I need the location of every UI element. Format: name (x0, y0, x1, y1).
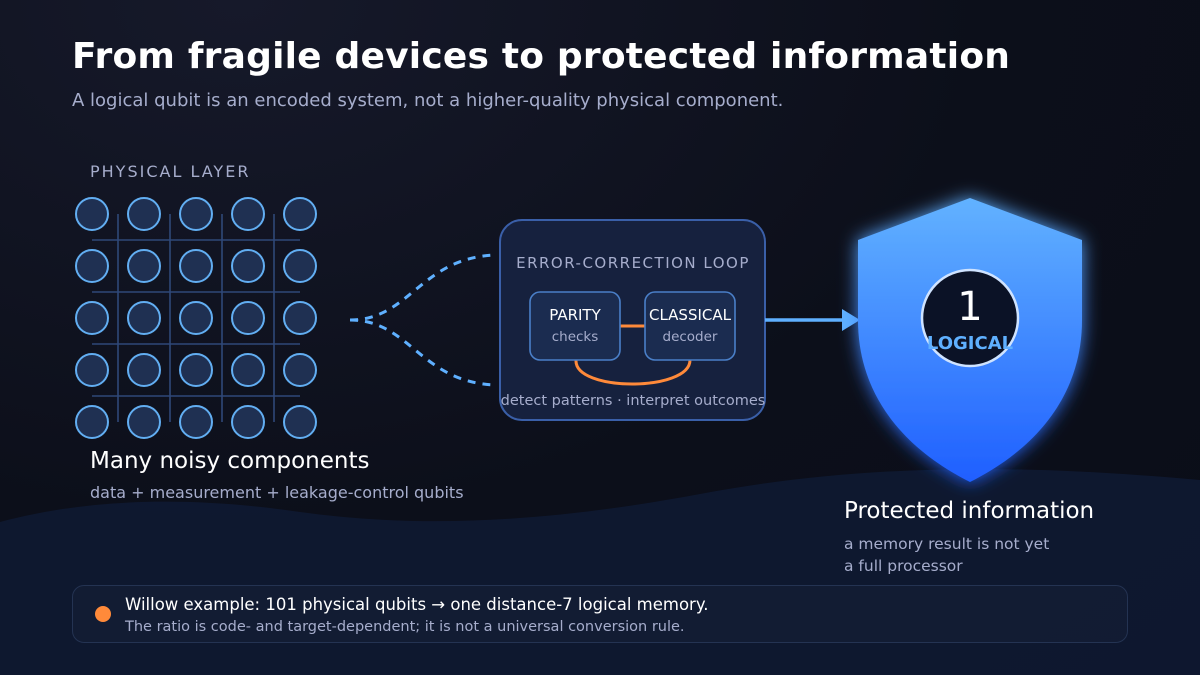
qubit-12 (127, 301, 161, 335)
dashed-connectors (349, 253, 496, 387)
logical-label: LOGICAL (927, 333, 1013, 354)
classical-label: CLASSICAL (649, 306, 732, 324)
protected-subtext-line2: a full processor (844, 557, 963, 575)
qubit-14 (231, 301, 265, 335)
qubit-25 (283, 405, 317, 439)
physical-layer-label: PHYSICAL LAYER (90, 162, 251, 181)
qubit-16 (75, 353, 109, 387)
qubit-9 (231, 249, 265, 283)
qubit-20 (283, 353, 317, 387)
callout-text: Willow example: 101 physical qubits → on… (125, 595, 709, 614)
qubit-grid-lines (92, 214, 300, 422)
protected-subtext-line1: a memory result is not yet (844, 535, 1050, 553)
qubit-10 (283, 249, 317, 283)
qubit-23 (179, 405, 213, 439)
callout-note: The ratio is code- and target-dependent;… (125, 619, 685, 635)
qubit-1 (75, 197, 109, 231)
orange-dot-icon (95, 606, 111, 622)
qubit-3 (179, 197, 213, 231)
classical-sub: decoder (663, 329, 718, 345)
page-subtitle: A logical qubit is an encoded system, no… (72, 90, 784, 111)
qubit-4 (231, 197, 265, 231)
error-loop-title: ERROR-CORRECTION LOOP (516, 254, 750, 272)
qubit-6 (75, 249, 109, 283)
qubit-21 (75, 405, 109, 439)
protected-heading: Protected information (844, 498, 1095, 524)
feedback-loop-arc (574, 359, 692, 386)
qubit-19 (231, 353, 265, 387)
output-arrow-head (842, 309, 860, 331)
qubit-13 (179, 301, 213, 335)
qubit-5 (283, 197, 317, 231)
qubit-7 (127, 249, 161, 283)
logical-number: 1 (957, 284, 982, 330)
qubit-15 (283, 301, 317, 335)
qubit-22 (127, 405, 161, 439)
physical-subtext: data + measurement + leakage-control qub… (90, 483, 464, 502)
qubit-grid (75, 197, 317, 439)
parity-module (529, 291, 621, 361)
parity-sub: checks (552, 329, 599, 345)
willow-callout: Willow example: 101 physical qubits → on… (72, 585, 1128, 643)
qubit-24 (231, 405, 265, 439)
logical-badge (920, 268, 1020, 368)
qubit-11 (75, 301, 109, 335)
qubit-2 (127, 197, 161, 231)
page-title: From fragile devices to protected inform… (72, 36, 1011, 77)
error-loop-caption: detect patterns · interpret outcomes (501, 393, 766, 409)
classical-module (644, 291, 736, 361)
qubit-8 (179, 249, 213, 283)
qubit-18 (179, 353, 213, 387)
parity-label: PARITY (549, 306, 601, 324)
qubit-17 (127, 353, 161, 387)
protected-subtext: a memory result is not yet a full proces… (844, 533, 1049, 577)
physical-heading: Many noisy components (90, 448, 370, 474)
